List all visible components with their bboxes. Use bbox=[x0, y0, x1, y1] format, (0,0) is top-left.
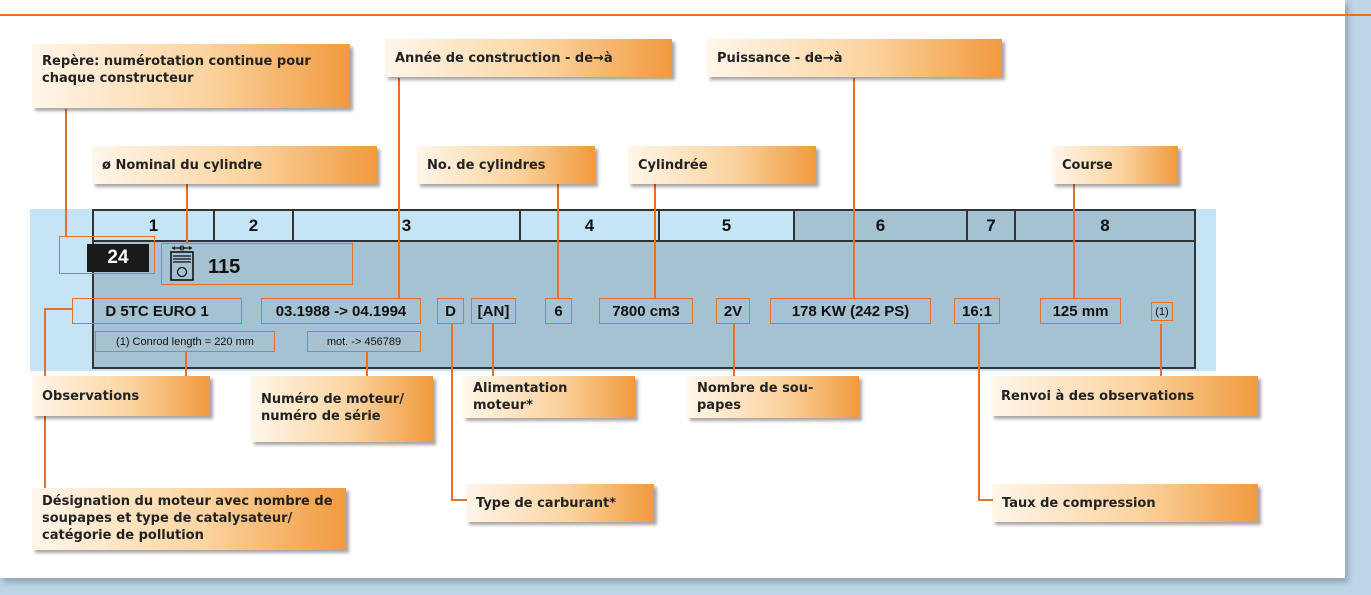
callout-annee: Année de construction - de→à bbox=[385, 39, 672, 77]
connector-puissance bbox=[853, 78, 855, 298]
construction-years-value: 03.1988 -> 04.1994 bbox=[261, 298, 421, 324]
connector-compression bbox=[978, 324, 980, 500]
stroke-value: 125 mm bbox=[1040, 298, 1121, 324]
callout-alimentation: Alimentation moteur* bbox=[463, 376, 635, 418]
callout-renvoi: Renvoi à des observations bbox=[991, 376, 1258, 416]
col-header-5: 5 bbox=[660, 211, 795, 240]
bore-value: 115 bbox=[208, 256, 241, 278]
callout-repere: Repère: numérotation continue pour chaqu… bbox=[32, 44, 350, 108]
highlight-reference bbox=[59, 236, 155, 274]
power-value: 178 KW (242 PS) bbox=[770, 298, 931, 324]
connector-no-cyl bbox=[557, 184, 559, 298]
engine-designation-value: D 5TC EURO 1 bbox=[72, 298, 242, 324]
cylinder-icon bbox=[167, 245, 197, 283]
valves-value: 2V bbox=[716, 298, 750, 324]
callout-puissance: Puissance - de→à bbox=[707, 39, 1002, 77]
col-header-3: 3 bbox=[294, 211, 521, 240]
fuel-type-value: D bbox=[437, 298, 464, 324]
connector-course bbox=[1073, 184, 1075, 298]
callout-cylindree: Cylindrée bbox=[628, 146, 816, 184]
connector-carburant-h bbox=[451, 499, 467, 501]
connector-compression-h bbox=[978, 499, 993, 501]
connector-numero-moteur bbox=[366, 352, 368, 376]
callout-observations: Observations bbox=[32, 376, 210, 416]
cylinders-value: 6 bbox=[545, 298, 572, 324]
connector-observations bbox=[185, 352, 187, 376]
connector-renvoi bbox=[1160, 324, 1162, 376]
fuel-system-value: [AN] bbox=[471, 298, 516, 324]
highlight-bore bbox=[161, 243, 353, 285]
callout-no-cyl: No. de cylindres bbox=[417, 146, 595, 184]
connector-soupapes bbox=[733, 324, 735, 376]
connector-carburant bbox=[451, 324, 453, 500]
connector-annee bbox=[398, 78, 400, 298]
col-header-2: 2 bbox=[215, 211, 294, 240]
reference-number: 24 bbox=[87, 244, 149, 272]
connector-designation-h bbox=[44, 308, 72, 310]
top-rule bbox=[0, 14, 1371, 16]
col-header-4: 4 bbox=[521, 211, 660, 240]
callout-course: Course bbox=[1052, 146, 1178, 184]
callout-numero-moteur: Numéro de moteur/ numéro de série bbox=[251, 376, 433, 442]
displacement-value: 7800 cm3 bbox=[599, 298, 693, 324]
col-header-8: 8 bbox=[1016, 211, 1194, 240]
col-header-7: 7 bbox=[968, 211, 1016, 240]
connector-cylindree bbox=[654, 184, 656, 298]
callout-type-carburant: Type de carburant* bbox=[466, 484, 654, 522]
engine-number-value: mot. -> 456789 bbox=[307, 331, 421, 352]
callout-nombre-soupapes: Nombre de sou- papes bbox=[687, 376, 859, 418]
col-header-6: 6 bbox=[795, 211, 968, 240]
connector-nominal bbox=[186, 184, 188, 243]
callout-nominal: ø Nominal du cylindre bbox=[92, 146, 377, 184]
connector-repere bbox=[65, 109, 67, 237]
table-header: 1 2 3 4 5 6 7 8 bbox=[94, 211, 1194, 242]
col-header-1: 1 bbox=[94, 211, 215, 240]
callout-designation: Désignation du moteur avec nombre de sou… bbox=[32, 488, 346, 550]
engine-table: 1 2 3 4 5 6 7 8 bbox=[92, 209, 1196, 369]
connector-alimentation bbox=[492, 324, 494, 376]
remark-reference-value: (1) bbox=[1151, 302, 1173, 321]
remark-text-value: (1) Conrod length = 220 mm bbox=[95, 331, 275, 352]
compression-value: 16:1 bbox=[954, 298, 1000, 324]
callout-taux-compression: Taux de compression bbox=[992, 484, 1258, 522]
